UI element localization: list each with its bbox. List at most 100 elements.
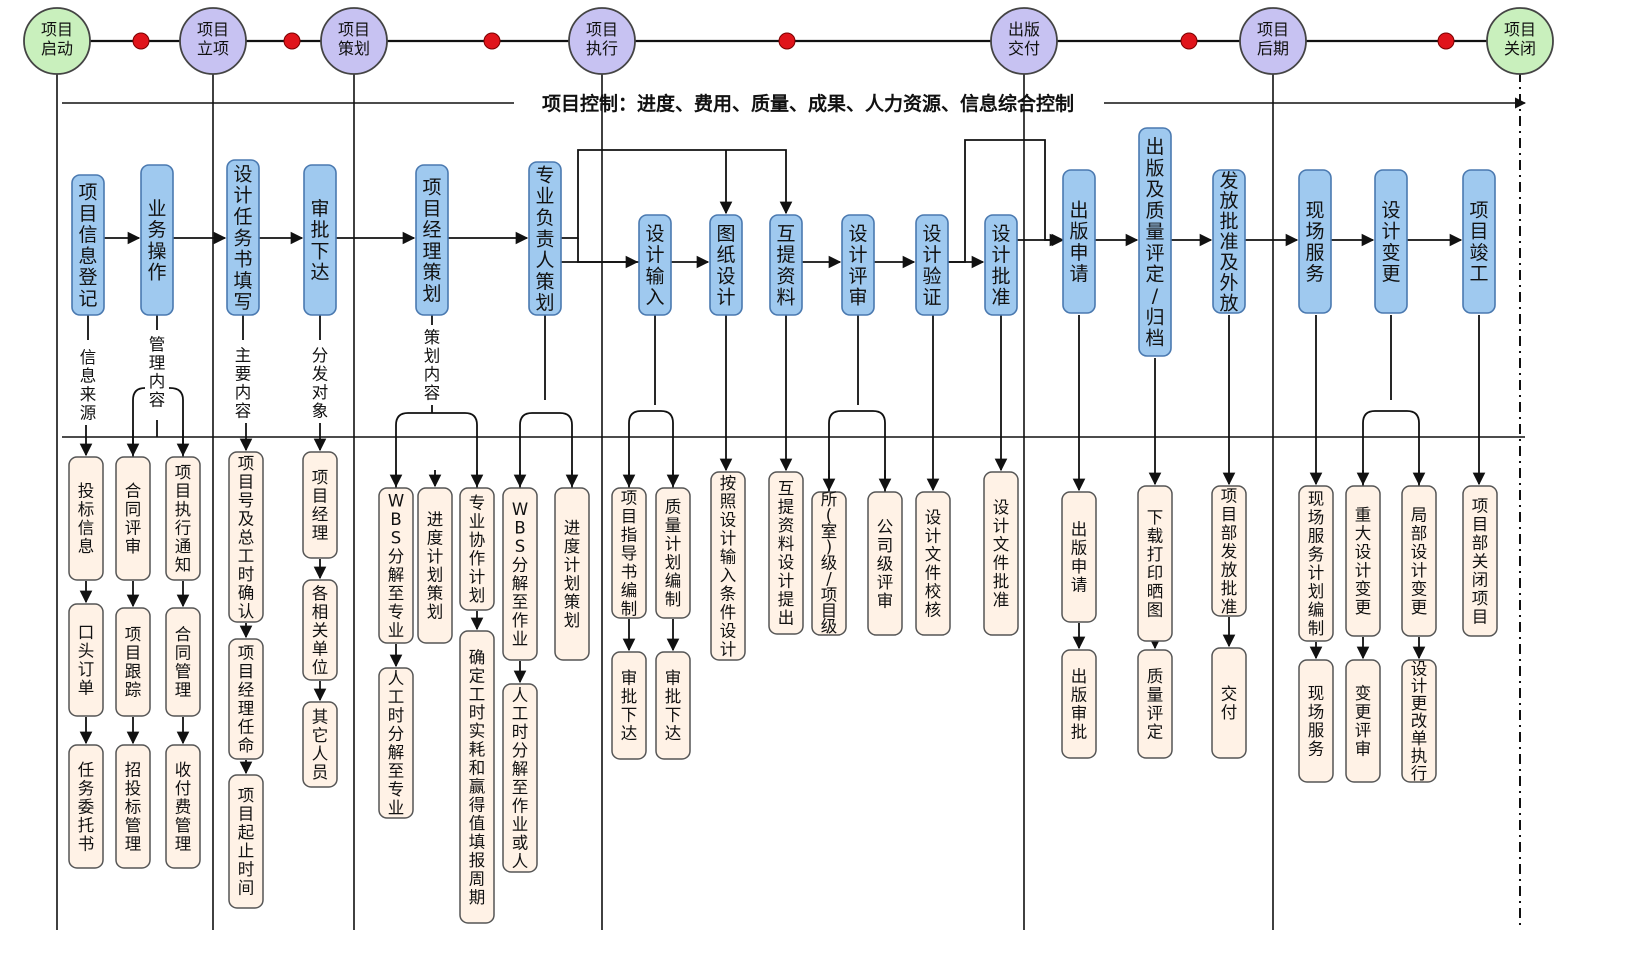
process-step-label: 图纸设计 (716, 223, 735, 309)
phase-label: 项目关闭 (1504, 20, 1536, 58)
detail-item: 招投标管理 (115, 744, 151, 869)
detail-item-label: 其它人员 (312, 708, 329, 782)
detail-item: 项目起止时间 (228, 774, 264, 909)
detail-item-label: 按照设计输入条件设计 (720, 474, 737, 659)
detail-item-label: 变更评审 (1355, 684, 1372, 758)
phase-node: 项目立项 (179, 7, 247, 75)
connector-label: 信息来源 (80, 348, 97, 422)
detail-item-label: 交付 (1221, 685, 1238, 723)
detail-item-label: 质量计划编制 (665, 498, 682, 609)
detail-item-label: 收付费管理 (175, 761, 192, 854)
detail-item-label: 下载打印晒图 (1147, 508, 1164, 619)
process-step-label: 项目竣工 (1469, 199, 1488, 285)
detail-item-label: 项目经理任命 (238, 644, 255, 755)
detail-item-label: 现场服务计划编制 (1308, 490, 1325, 638)
process-step: 图纸设计 (709, 214, 743, 316)
phase-node: 项目关闭 (1486, 7, 1554, 75)
process-step-label: 设计输入 (645, 223, 664, 309)
detail-item-label: 设计文件校核 (925, 508, 942, 619)
detail-item-label: 审批下达 (665, 669, 682, 743)
process-step-label: 互提资料 (776, 223, 795, 309)
detail-item-label: 进度计划策划 (427, 510, 444, 621)
detail-item: 项目执行通知 (165, 456, 201, 581)
process-step: 项目信息登记 (71, 174, 105, 316)
process-step: 业务操作 (140, 164, 174, 316)
detail-item: 交付 (1211, 647, 1247, 759)
detail-item: 其它人员 (302, 701, 338, 788)
detail-item: 进度计划策划 (554, 487, 590, 661)
detail-item-label: 设计更改单执行 (1411, 659, 1428, 783)
detail-item-label: 项目指导书编制 (621, 489, 638, 619)
detail-item: 设计文件校核 (915, 491, 951, 636)
detail-item-label: 各相关单位 (312, 584, 329, 677)
detail-item-label: 合同管理 (175, 625, 192, 699)
phase-node: 项目执行 (568, 7, 636, 75)
detail-item: 项目号及总工时确认 (228, 451, 264, 623)
milestone-node (283, 32, 301, 50)
process-step: 设计变更 (1374, 169, 1408, 314)
detail-item-label: 互提资料设计提出 (778, 479, 795, 627)
detail-item: 出版申请 (1061, 491, 1097, 623)
process-step-label: 设计评审 (848, 223, 867, 309)
detail-item: 设计更改单执行 (1401, 659, 1437, 783)
process-step: 发放批准及外放 (1212, 169, 1246, 314)
milestone-node (132, 32, 150, 50)
process-step-label: 现场服务 (1305, 199, 1324, 285)
phase-label: 项目立项 (197, 20, 229, 58)
detail-item: 项目经理任命 (228, 638, 264, 760)
detail-item-label: 项目经理 (312, 468, 329, 542)
detail-item: 收付费管理 (165, 744, 201, 869)
detail-item: 项目指导书编制 (611, 487, 647, 619)
process-step: 出版申请 (1062, 169, 1096, 314)
process-step: 审批下达 (303, 164, 337, 316)
detail-item-label: 出版审批 (1071, 667, 1088, 741)
detail-item: 项目部关闭项目 (1462, 485, 1498, 637)
phase-label: 项目策划 (338, 20, 370, 58)
detail-item-label: 合同评审 (125, 482, 142, 556)
process-step-label: 设计任务书填写 (233, 164, 252, 314)
process-step-label: 项目经理策划 (422, 177, 441, 305)
detail-item-label: 设计文件批准 (993, 498, 1010, 609)
detail-item: 设计文件批准 (983, 471, 1019, 636)
detail-item-label: 项目部关闭项目 (1472, 497, 1489, 627)
detail-item: 审批下达 (611, 651, 647, 760)
detail-item: 现场服务 (1298, 659, 1334, 783)
detail-item-label: 项目号及总工时确认 (238, 454, 255, 621)
connector-label: 主要内容 (235, 346, 252, 420)
detail-item-label: 所(室)级/项目级 (821, 490, 838, 636)
phase-node: 项目后期 (1239, 7, 1307, 75)
detail-item: 人工时分解至专业 (378, 667, 414, 819)
detail-item-label: 质量评定 (1147, 667, 1164, 741)
connector-label: 分发对象 (312, 346, 329, 420)
phase-label: 项目后期 (1257, 20, 1289, 58)
detail-item: 项目经理 (302, 451, 338, 559)
milestone-node (1437, 32, 1455, 50)
detail-item-label: 项目跟踪 (125, 625, 142, 699)
detail-item-label: 招投标管理 (125, 761, 142, 854)
detail-item: 专业协作计划 (459, 487, 495, 611)
detail-item: 公司级评审 (867, 491, 903, 636)
detail-item: 局部设计变更 (1401, 485, 1437, 637)
detail-item: 项目部发放批准 (1211, 485, 1247, 617)
connector-label: 策划内容 (424, 328, 441, 402)
phase-node: 项目策划 (320, 7, 388, 75)
phase-node: 出版交付 (990, 7, 1058, 75)
process-step-label: 设计验证 (922, 223, 941, 309)
phase-label: 项目执行 (586, 20, 618, 58)
detail-item-label: 审批下达 (621, 669, 638, 743)
detail-item-label: 现场服务 (1308, 684, 1325, 758)
detail-item-label: 出版申请 (1071, 520, 1088, 594)
process-step: 项目竣工 (1462, 169, 1496, 314)
process-step-label: 出版及质量评定/归档 (1145, 136, 1164, 350)
detail-item-label: 确定工时实耗和赢得值填报周期 (469, 648, 486, 907)
detail-item: 审批下达 (655, 651, 691, 760)
milestone-node (483, 32, 501, 50)
detail-item: 各相关单位 (302, 579, 338, 681)
detail-item-label: 项目部发放批准 (1221, 487, 1238, 617)
process-step-label: 项目信息登记 (78, 182, 97, 310)
